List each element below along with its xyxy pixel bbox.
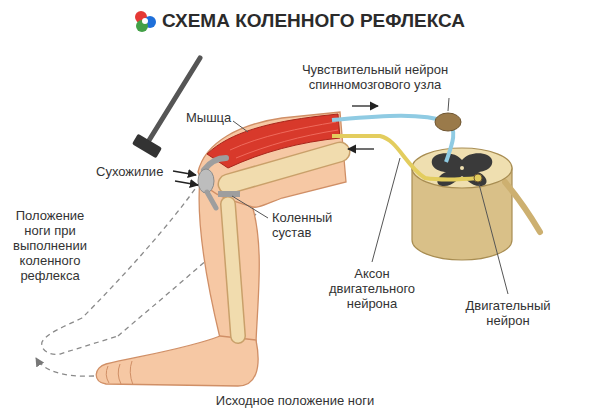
- initial-leg-label: Исходное положение ноги: [180, 393, 410, 408]
- tibia: [228, 204, 238, 336]
- leader-line: [232, 196, 268, 218]
- knee-joint-label: Коленный сустав: [272, 210, 348, 240]
- sensory-neuron-label: Чувствительный нейрон спинномозгового уз…: [285, 62, 465, 92]
- spinal-ganglion: [435, 113, 461, 131]
- thigh: [198, 112, 346, 207]
- impulse-arrow: [352, 105, 378, 106]
- leader-line: [233, 121, 248, 132]
- foot: [96, 336, 258, 386]
- strike-arrow: [173, 171, 196, 175]
- tibia-outline: [228, 204, 238, 336]
- logo-dot: [142, 18, 148, 24]
- tendon-label: Сухожилие: [96, 164, 163, 179]
- central-canal: [460, 166, 464, 170]
- patella: [198, 169, 214, 193]
- leader-line: [448, 98, 449, 111]
- tendon: [204, 158, 226, 170]
- strike-arrow: [175, 181, 198, 185]
- motor-fibre: [332, 136, 478, 180]
- raised-leg-front: [82, 182, 200, 318]
- muscle-fibres: [230, 122, 338, 158]
- spinal-cord-top: [412, 148, 512, 188]
- patellar-ligament: [207, 192, 216, 208]
- motor-neuron-body: [474, 174, 482, 182]
- leader-lines: [232, 98, 508, 294]
- impulse-arrow: [348, 148, 374, 149]
- motor-neuron-label: Двигательный нейрон: [448, 298, 568, 328]
- knee-joint: [218, 191, 240, 197]
- leader-line: [479, 184, 508, 294]
- diagram-title: СХЕМА КОЛЕННОГО РЕФЛЕКСА: [162, 9, 465, 33]
- hammer-handle: [148, 58, 200, 142]
- motor-axon-label: Аксон двигательного нейрона: [322, 266, 422, 311]
- nerve-root: [505, 182, 540, 232]
- toes: [106, 361, 133, 385]
- muscle-label: Мышца: [186, 110, 231, 125]
- movement-arrow: [36, 358, 94, 376]
- raised-leg-label: Положение ноги при выполнении коленного …: [4, 208, 96, 283]
- leader-line: [372, 158, 400, 262]
- logo-icon: [135, 11, 156, 32]
- hammer-head: [132, 134, 162, 159]
- raised-foot: [42, 318, 118, 354]
